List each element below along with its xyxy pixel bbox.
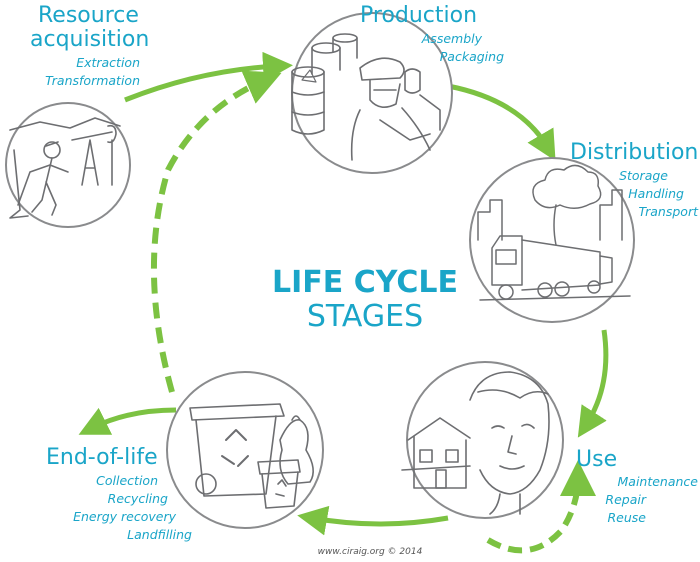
end-of-life-title: End-of-life [46, 445, 158, 470]
production-title: Production [360, 3, 478, 28]
arrow-end-of-life-recycling-loop [151, 70, 282, 393]
distribution-title: Distribution [570, 140, 699, 165]
center-title-line1: LIFE CYCLE [271, 265, 458, 300]
person-and-house-icon [401, 371, 550, 515]
resource-item-extraction: Extraction [76, 55, 140, 70]
production-item-packaging: Packaging [439, 49, 504, 64]
distribution-item-transport: Transport [638, 204, 698, 219]
arrow-end-of-life-out [78, 407, 177, 435]
end-of-life-item-energy-recovery: Energy recovery [73, 509, 176, 524]
production-item-assembly: Assembly [421, 31, 482, 46]
distribution-item-storage: Storage [619, 168, 668, 183]
resource-item-transformation: Transformation [45, 73, 140, 88]
end-of-life-item-collection: Collection [96, 473, 158, 488]
miner-and-oil-pump-icon [9, 117, 121, 219]
end-of-life-circle [166, 371, 324, 529]
use-item-maintenance: Maintenance [617, 474, 699, 489]
distribution-item-handling: Handling [628, 186, 684, 201]
resource-acquisition-title-line1: Resource [38, 3, 139, 28]
use-circle [406, 361, 564, 519]
arrow-use-reuse-loop [486, 460, 596, 554]
arrow-resource-to-production [124, 51, 293, 103]
recycling-bin-and-trash-bag-icon [189, 403, 314, 509]
center-title-line2: STAGES [306, 299, 424, 334]
arrow-production-to-distribution [447, 83, 556, 161]
arrow-distribution-to-use [577, 329, 609, 438]
end-of-life-item-recycling: Recycling [107, 491, 168, 506]
use-item-reuse: Reuse [607, 510, 646, 525]
use-item-repair: Repair [605, 492, 646, 507]
resource-acquisition-title-line2: acquisition [30, 27, 150, 52]
end-of-life-item-landfilling: Landfilling [127, 527, 192, 542]
arrow-use-to-end-of-life [297, 505, 449, 536]
credit-text: www.ciraig.org © 2014 [317, 547, 423, 557]
use-title: Use [576, 447, 618, 472]
truck-and-city-icon [477, 164, 631, 301]
factory-worker-and-barrels-icon [291, 33, 441, 161]
